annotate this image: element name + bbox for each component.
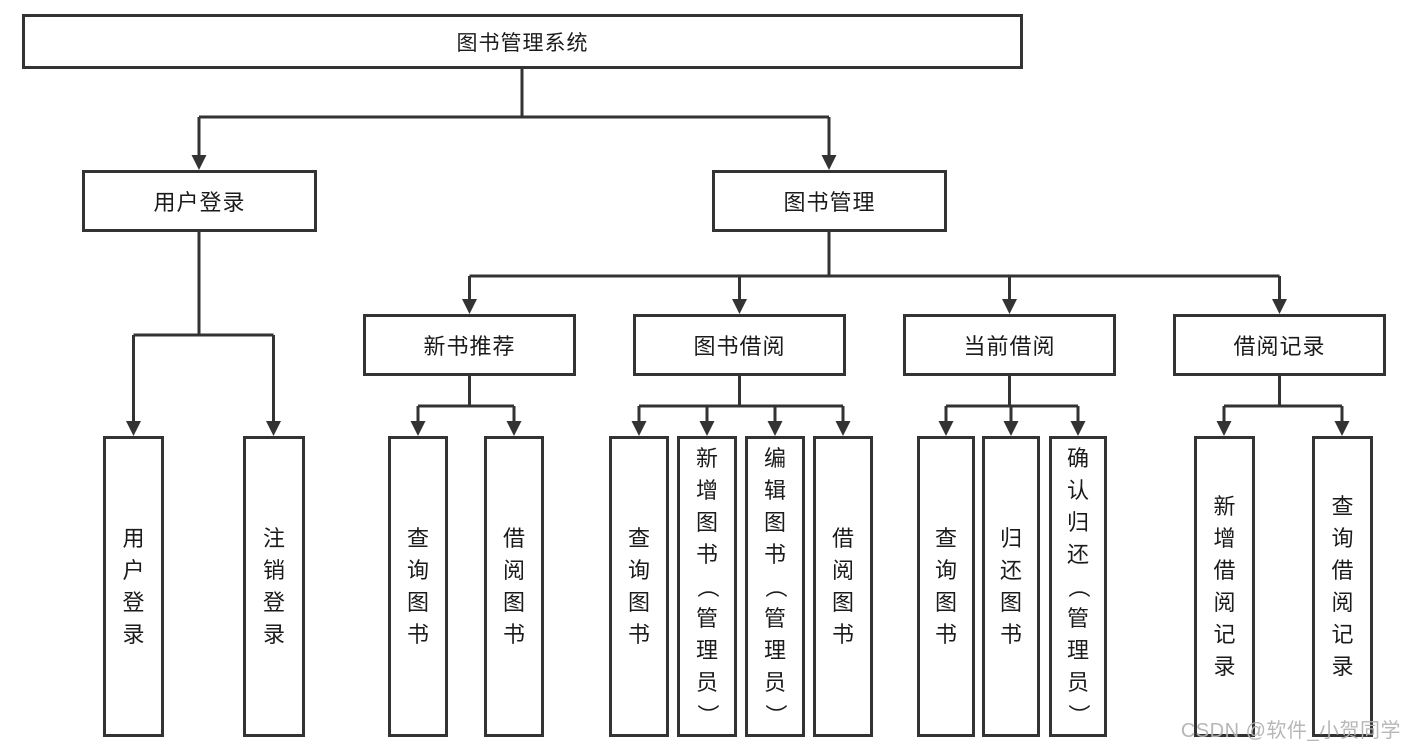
leaf-borrow-books-1: 借阅图书 xyxy=(484,436,544,737)
node-borrow-records-label: 借阅记录 xyxy=(1233,334,1326,359)
leaf-edit-books-admin: 编辑图书（管理员） xyxy=(745,436,805,737)
node-user-login: 用户登录 xyxy=(82,170,317,232)
watermark: CSDN @软件_小贺同学 xyxy=(1180,720,1401,742)
node-new-book-recommend-label: 新书推荐 xyxy=(423,334,516,359)
leaf-user-login: 用户登录 xyxy=(103,436,164,737)
node-root-label: 图书管理系统 xyxy=(456,31,589,55)
node-root: 图书管理系统 xyxy=(22,14,1023,69)
leaf-add-borrow-record: 新增借阅记录 xyxy=(1194,436,1255,737)
leaf-add-books-admin: 新增图书（管理员） xyxy=(677,436,737,737)
node-new-book-recommend: 新书推荐 xyxy=(363,314,576,376)
leaf-return-books: 归还图书 xyxy=(982,436,1040,737)
node-book-management: 图书管理 xyxy=(712,170,947,232)
node-book-borrow-label: 图书借阅 xyxy=(693,334,786,359)
leaf-borrow-books-2: 借阅图书 xyxy=(813,436,873,737)
node-user-login-label: 用户登录 xyxy=(153,190,246,215)
node-current-borrow: 当前借阅 xyxy=(903,314,1116,376)
leaf-confirm-return-admin: 确认归还（管理员） xyxy=(1049,436,1107,737)
leaf-query-borrow-record: 查询借阅记录 xyxy=(1312,436,1373,737)
node-current-borrow-label: 当前借阅 xyxy=(963,334,1056,359)
node-book-management-label: 图书管理 xyxy=(783,190,876,215)
leaf-query-books-3: 查询图书 xyxy=(917,436,975,737)
node-book-borrow: 图书借阅 xyxy=(633,314,846,376)
node-borrow-records: 借阅记录 xyxy=(1173,314,1386,376)
leaf-logout: 注销登录 xyxy=(243,436,305,737)
leaf-query-books-1: 查询图书 xyxy=(388,436,448,737)
leaf-query-books-2: 查询图书 xyxy=(609,436,669,737)
